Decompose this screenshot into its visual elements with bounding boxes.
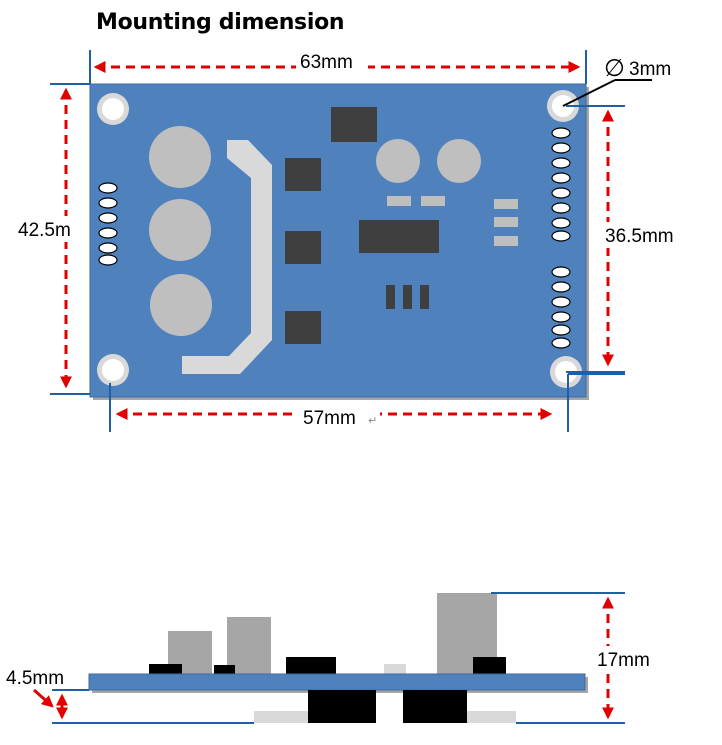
dimension-42-5m	[14, 83, 90, 395]
smd-1	[387, 196, 411, 206]
heatsink-bracket	[182, 140, 272, 374]
hole-diameter-label: 3mm	[629, 59, 671, 80]
side-chip-2	[214, 665, 235, 675]
side-chip-4	[473, 657, 506, 675]
diameter-icon: ∅	[604, 55, 625, 82]
left-pin-header	[98, 182, 118, 266]
side-bottom-chip-2	[403, 690, 467, 723]
return-mark: ↵	[368, 414, 377, 427]
capacitor-4	[376, 139, 420, 183]
dimension-57mm	[109, 373, 625, 432]
side-small-part	[384, 664, 406, 675]
board-thickness-label: 4.5mm	[6, 668, 64, 689]
smd-3	[494, 199, 518, 209]
mounting-hole-bottom-left	[97, 354, 129, 386]
smd-2	[421, 196, 445, 206]
chip-left-2	[285, 231, 321, 264]
dimension-4-5mm	[33, 688, 254, 724]
total-height-label: 17mm	[597, 650, 650, 671]
transistor-pin-2	[403, 285, 412, 309]
chip-top	[331, 107, 377, 142]
capacitor-5	[437, 139, 481, 183]
side-view: 17mm 4.5mm	[6, 592, 668, 724]
hole-spacing-width-label: 57mm	[303, 408, 356, 429]
dimension-hole-diameter	[562, 79, 652, 107]
side-bottom-pad-1	[254, 711, 310, 723]
diagram-title: Mounting dimension	[96, 10, 345, 35]
pcb-board-side	[88, 673, 586, 691]
dimension-17mm	[491, 592, 668, 724]
right-pin-header	[551, 127, 571, 349]
top-view: 63mm ∅ 3mm 42.5m 36.5mm	[14, 50, 690, 432]
capacitor-2	[149, 199, 211, 261]
overall-width-label: 63mm	[300, 52, 353, 73]
capacitor-1	[149, 126, 211, 188]
side-bottom-pad-2	[466, 711, 516, 723]
side-chip-1	[149, 664, 182, 675]
dimension-63mm	[89, 50, 587, 84]
mounting-hole-top-left	[97, 93, 129, 125]
overall-height-label: 42.5m	[18, 220, 71, 241]
smd-4	[494, 217, 518, 227]
transistor-pin-1	[386, 285, 395, 309]
side-chip-3	[286, 657, 336, 675]
chip-left-3	[285, 311, 321, 344]
hole-spacing-height-label: 36.5mm	[605, 226, 674, 247]
dimension-36-5mm	[566, 105, 690, 373]
smd-5	[494, 236, 518, 246]
main-ic	[359, 220, 439, 253]
side-bottom-chip-1	[308, 690, 376, 723]
capacitor-3	[150, 274, 212, 336]
chip-left-1	[285, 158, 321, 191]
transistor-pin-3	[420, 285, 429, 309]
